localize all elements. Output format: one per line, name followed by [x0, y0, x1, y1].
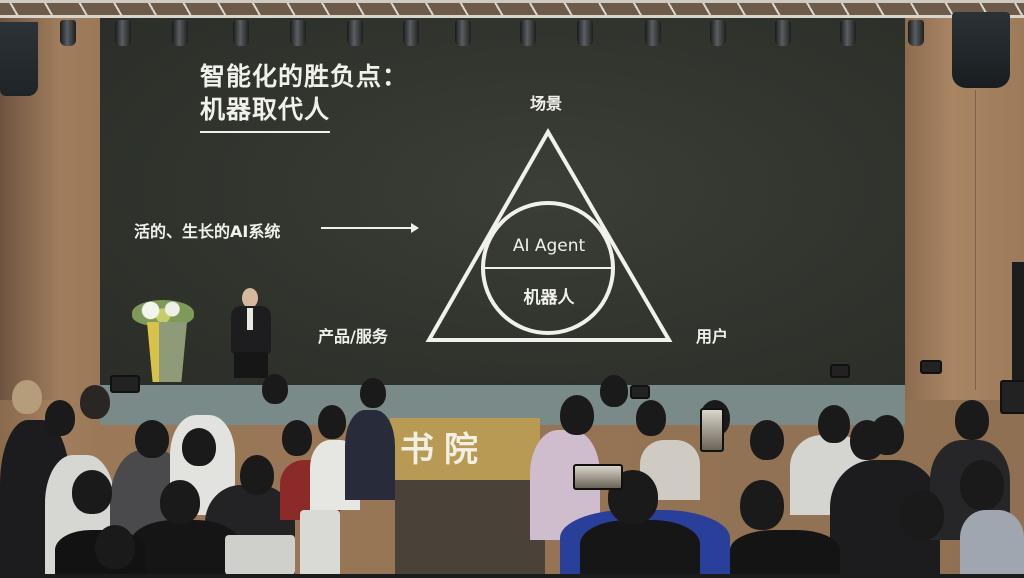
audience-head: [900, 490, 944, 540]
audience: [0, 360, 1024, 578]
diagram-left-label: 产品/服务: [318, 327, 388, 346]
arrow-line: [321, 227, 413, 229]
audience-head: [636, 400, 666, 436]
phone-screen-icon: [573, 464, 623, 490]
truss-rail: [0, 0, 1024, 3]
audience-head: [600, 375, 628, 407]
diagram-top-label: 场景: [530, 94, 563, 113]
stage-light-icon: [520, 20, 536, 46]
right-loudspeaker: [952, 12, 1010, 88]
audience-head: [95, 525, 135, 569]
circle-shape: [481, 201, 615, 335]
stage-light-icon: [840, 20, 856, 46]
audience-head: [740, 480, 784, 530]
audience-member: [345, 410, 395, 500]
triangle-circle-diagram: [425, 127, 673, 342]
audience-head: [12, 380, 42, 414]
bottom-edge: [0, 574, 1024, 578]
stage-light-icon: [403, 20, 419, 46]
stage-light-icon: [115, 20, 131, 46]
audience-head: [72, 470, 112, 514]
audience-member: [730, 530, 840, 578]
presenter-legs: [234, 352, 268, 378]
phone-screen-icon: [700, 408, 724, 452]
stage-light-icon: [60, 20, 76, 46]
center-aisle: [395, 480, 545, 578]
audience-head: [318, 405, 346, 439]
phone-icon: [110, 375, 140, 393]
side-speaker-stack: [1012, 262, 1024, 402]
audience-member: [960, 510, 1024, 578]
left-label: 活的、生长的AI系统: [134, 222, 281, 241]
stage-light-icon: [775, 20, 791, 46]
triangle-shape: [425, 127, 673, 342]
audience-member: [580, 520, 700, 578]
stage-light-icon: [233, 20, 249, 46]
diagram-right-label: 用户: [696, 327, 729, 346]
stage-light-icon: [908, 20, 924, 46]
podium: [147, 322, 187, 382]
phone-icon: [630, 385, 650, 399]
slide-title-line1: 智能化的胜负点：: [200, 62, 409, 91]
audience-head: [560, 395, 594, 435]
audience-head: [160, 480, 200, 524]
stage-light-icon: [577, 20, 593, 46]
wall-seam: [975, 90, 976, 390]
audience-head: [80, 385, 110, 419]
presenter: [226, 288, 274, 378]
stage-light-icon: [347, 20, 363, 46]
audience-head: [45, 400, 75, 436]
audience-head: [818, 405, 850, 443]
stage-light-icon: [455, 20, 471, 46]
arrow-right-icon: [411, 223, 419, 233]
audience-head: [955, 400, 989, 440]
stage-front-panel: [390, 418, 540, 480]
audience-member: [130, 520, 240, 578]
left-loudspeaker: [0, 22, 38, 96]
phone-icon: [830, 364, 850, 378]
presenter-head: [242, 288, 258, 308]
chair: [300, 510, 340, 578]
audience-head: [240, 455, 274, 495]
stage-light-icon: [710, 20, 726, 46]
audience-head: [182, 428, 216, 466]
presenter-shirt: [247, 308, 253, 330]
camera-icon: [1000, 380, 1024, 414]
stage-light-icon: [290, 20, 306, 46]
audience-head: [750, 420, 784, 460]
circle-upper-text: AI Agent: [512, 236, 586, 256]
stage-light-icon: [645, 20, 661, 46]
flower-arrangement: [132, 300, 194, 326]
audience-head: [135, 420, 169, 458]
audience-head: [960, 460, 1004, 510]
stage-light-icon: [172, 20, 188, 46]
audience-head: [282, 420, 312, 456]
stage-sign: 书院: [400, 430, 488, 470]
slide-title: 智能化的胜负点： 机器取代人: [200, 60, 408, 133]
slide-title-line2: 机器取代人: [200, 93, 331, 133]
phone-icon: [920, 360, 942, 374]
audience-head: [360, 378, 386, 408]
chair: [225, 535, 295, 575]
circle-lower-text: 机器人: [523, 288, 575, 308]
audience-head: [262, 374, 288, 404]
audience-head: [850, 420, 884, 460]
lighting-truss: [0, 0, 1024, 18]
